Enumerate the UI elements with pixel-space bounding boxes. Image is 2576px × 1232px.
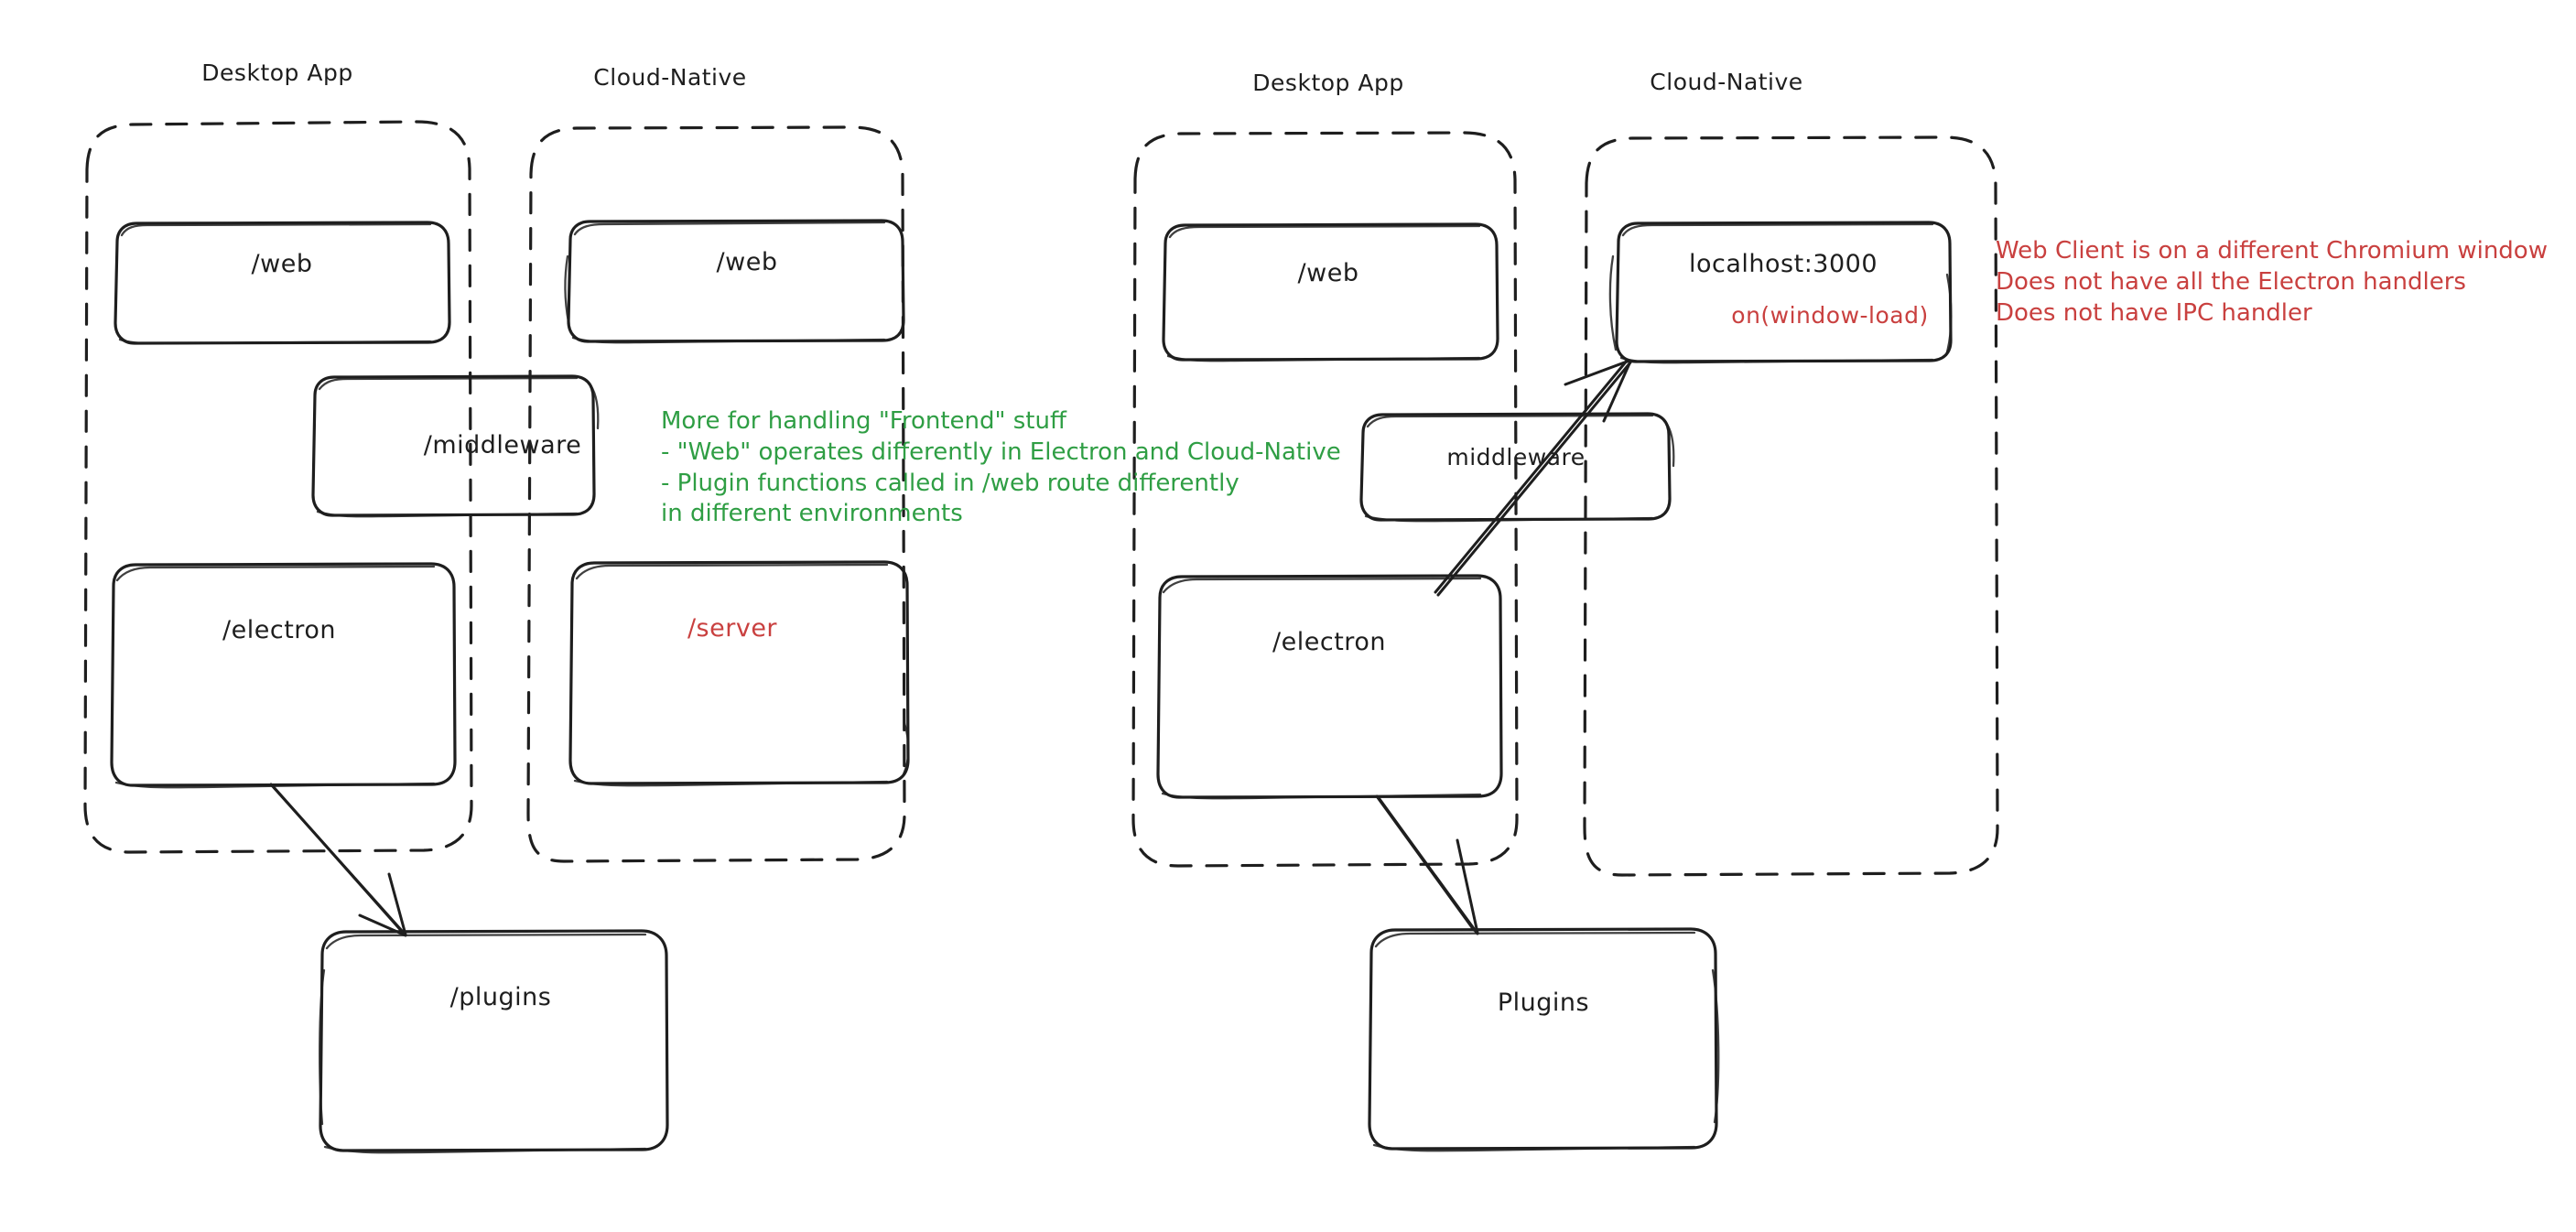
- left-group-title-cloud-native: Cloud-Native: [593, 64, 747, 91]
- left-node-electron-shape: [110, 562, 457, 789]
- left-node-label-server: /server: [687, 614, 778, 643]
- right-node-label-web: /web: [1297, 259, 1359, 287]
- left-node-label-web-desktop: /web: [251, 250, 313, 278]
- right-arrow-electron-to-localhost: [1434, 358, 1632, 597]
- right-group-title-desktop-app: Desktop App: [1252, 70, 1404, 96]
- right-group-cloud-native-border: [1583, 135, 1999, 877]
- right-node-web-shape: [1162, 222, 1499, 362]
- right-group-title-cloud-native: Cloud-Native: [1650, 69, 1803, 95]
- left-node-middleware-shape: [311, 374, 600, 518]
- right-node-localhost3000-shape: [1608, 221, 1953, 364]
- left-node-plugins-shape: [319, 929, 669, 1154]
- left-node-server-shape: [568, 560, 910, 787]
- left-node-web-cloud-shape: [564, 219, 905, 344]
- right-node-label-localhost: localhost:3000: [1688, 250, 1878, 278]
- right-node-plugins-shape: [1368, 927, 1720, 1152]
- left-group-cloud-native-border: [526, 125, 906, 863]
- left-group-title-desktop-app: Desktop App: [201, 59, 353, 86]
- right-node-label-middleware: middleware: [1446, 444, 1586, 470]
- right-group-desktop-app-border: [1131, 131, 1519, 868]
- left-node-label-web-cloud: /web: [716, 248, 778, 276]
- right-node-label-electron: /electron: [1272, 628, 1386, 656]
- left-group-desktop-app-border: [83, 120, 473, 854]
- right-node-electron-shape: [1156, 574, 1503, 800]
- left-node-label-plugins: /plugins: [449, 983, 552, 1011]
- right-node-label-plugins: Plugins: [1497, 989, 1590, 1017]
- left-arrow-electron-to-plugins: [269, 783, 407, 937]
- right-node-middleware-shape: [1359, 412, 1675, 523]
- right-note-red: Web Client is on a different Chromium wi…: [1996, 237, 2548, 327]
- left-node-web-desktop-shape: [114, 221, 451, 345]
- left-node-label-middleware: /middleware: [423, 431, 582, 459]
- right-arrow-electron-to-plugins: [1375, 794, 1479, 935]
- left-note-green: More for handling "Frontend" stuff - "We…: [661, 407, 1341, 528]
- right-node-sublabel-on-window-load: on(window-load): [1731, 302, 1929, 329]
- left-node-label-electron: /electron: [222, 616, 336, 644]
